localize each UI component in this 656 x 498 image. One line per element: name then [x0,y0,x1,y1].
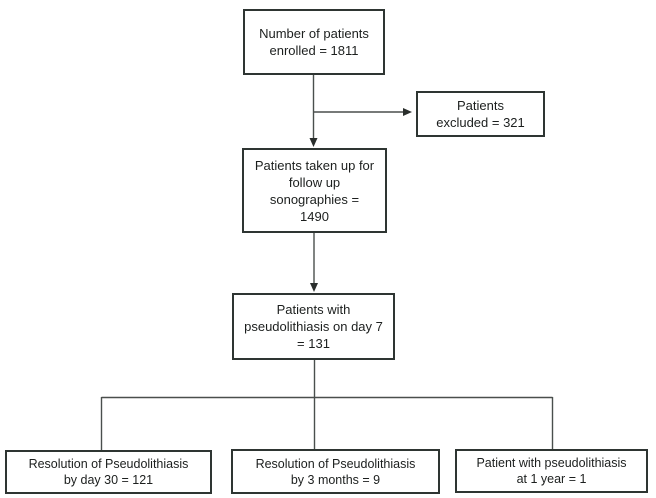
box-patients-excluded: Patients excluded = 321 [416,91,545,137]
box-followup-sonographies: Patients taken up for follow up sonograp… [242,148,387,233]
followup-sonographies-text: Patients taken up for follow up sonograp… [254,157,375,224]
resolution-3months-text: Resolution of Pseudolithiasis by 3 month… [255,456,416,487]
box-resolution-day30: Resolution of Pseudolithiasis by day 30 … [5,450,212,494]
box-pseudolithiasis-1year: Patient with pseudolithiasis at 1 year =… [455,449,648,493]
patients-enrolled-text: Number of patients enrolled = 1811 [259,26,369,58]
arrowhead-down-followup [309,138,318,147]
pseudolithiasis-day7-text: Patients with pseudolithiasis on day 7 =… [244,302,383,351]
pseudolithiasis-1year-text: Patient with pseudolithiasis at 1 year =… [476,456,627,486]
arrowhead-right-excluded [403,108,412,116]
box-patients-enrolled: Number of patients enrolled = 1811 [243,9,385,75]
box-resolution-3months: Resolution of Pseudolithiasis by 3 month… [231,449,440,494]
box-pseudolithiasis-day7: Patients with pseudolithiasis on day 7 =… [232,293,395,360]
resolution-day30-text: Resolution of Pseudolithiasis by day 30 … [28,457,189,487]
arrowhead-down-day7 [310,283,318,292]
patients-excluded-text: Patients excluded = 321 [436,98,525,130]
